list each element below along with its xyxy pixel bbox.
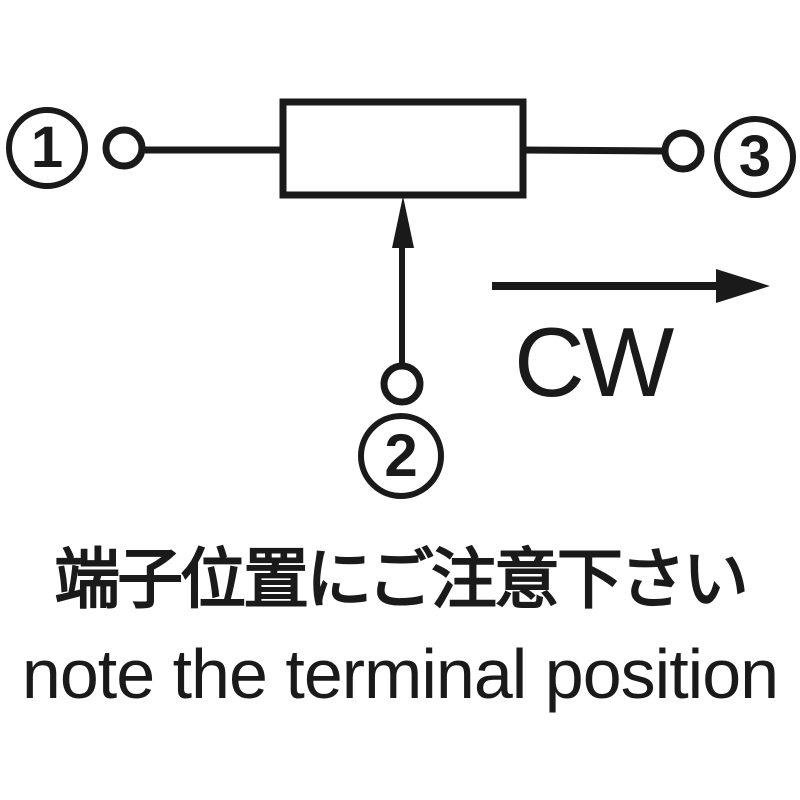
terminal-node-3 bbox=[661, 129, 705, 173]
cw-direction-label: CW bbox=[514, 307, 674, 417]
terminal-badge-2: 2 bbox=[358, 413, 444, 499]
terminal-number-3: 3 bbox=[738, 124, 772, 189]
lead-right bbox=[520, 146, 664, 155]
cw-arrowhead-icon bbox=[716, 269, 770, 303]
terminal-node-2 bbox=[380, 362, 424, 406]
caption-english: note the terminal position bbox=[21, 635, 779, 713]
terminal-number-2: 2 bbox=[384, 422, 418, 489]
terminal-number-1: 1 bbox=[30, 115, 64, 180]
terminal-badge-1: 1 bbox=[6, 107, 88, 189]
wiper-arrowhead-icon bbox=[392, 196, 414, 248]
resistor-body bbox=[279, 98, 527, 199]
terminal-badge-3: 3 bbox=[714, 116, 796, 198]
terminal-node-1 bbox=[102, 126, 146, 170]
caption-japanese: 端子位置にご注意下さい bbox=[54, 542, 749, 616]
